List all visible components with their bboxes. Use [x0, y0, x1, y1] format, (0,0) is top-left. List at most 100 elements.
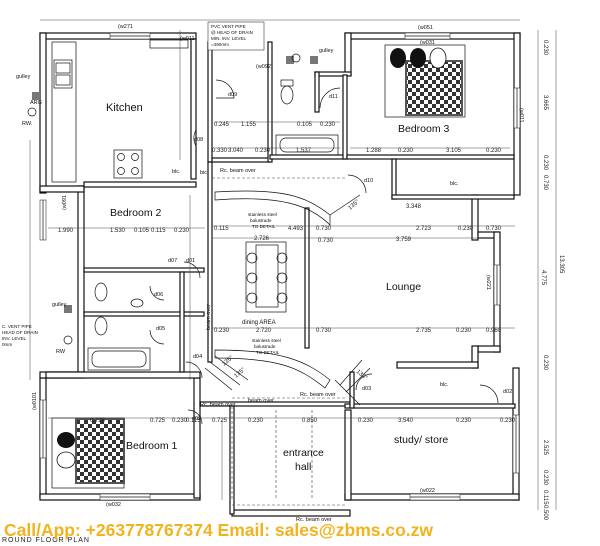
beam-note: beam over: [206, 304, 212, 330]
door-tag: d04: [193, 354, 202, 360]
svg-text:135°: 135°: [355, 369, 369, 382]
pvc-vent-note-left: C. VENT PIPE HEAD OF DRAIN INV. LEVEL 0m…: [2, 324, 38, 347]
room-label-dining: dining AREA: [242, 320, 276, 326]
svg-text:3.665: 3.665: [542, 95, 548, 111]
bedroom1-bed: [51, 417, 125, 489]
window-tag: (w0101: [32, 392, 38, 410]
beam-note: Rc. beam over: [200, 402, 236, 408]
rw-label: RW: [56, 349, 66, 355]
blc-label: blc.: [450, 181, 459, 187]
svg-text:0.230: 0.230: [458, 226, 474, 232]
svg-text:PVC VENT PIPE: PVC VENT PIPE: [211, 24, 246, 29]
door-tag: d02: [192, 416, 201, 422]
svg-text:0.850: 0.850: [302, 418, 318, 424]
room-label-bedroom-3: Bedroom 3: [398, 123, 450, 135]
svg-text:1.155: 1.155: [241, 122, 257, 128]
svg-text:1.288: 1.288: [366, 148, 382, 154]
room-label-hall: hall: [295, 461, 311, 473]
window-tag: (w221: [485, 275, 491, 290]
interior-walls: [83, 38, 516, 515]
dimension-lines: [29, 19, 557, 510]
room-label-kitchen: Kitchen: [106, 102, 143, 114]
svg-text:C. VENT PIPE: C. VENT PIPE: [2, 324, 32, 329]
svg-text:2.525: 2.525: [542, 440, 548, 456]
door-tag: d10: [364, 178, 373, 184]
window-tag: (w031: [420, 40, 435, 46]
balustrades: [214, 190, 361, 406]
gulley-label: gulley: [319, 48, 334, 54]
gulley-markers: [27, 53, 318, 345]
window-tag: (w092): [256, 64, 273, 70]
svg-text:INV. LEVEL: INV. LEVEL: [2, 336, 27, 341]
svg-text:0.330: 0.330: [212, 148, 228, 154]
svg-text:TO DETAIL: TO DETAIL: [256, 350, 280, 355]
window-tag: (w271: [118, 24, 133, 30]
door-tag: d09: [228, 92, 237, 98]
front-steps: [204, 355, 371, 393]
door-swings: [149, 79, 499, 425]
svg-text:3.040: 3.040: [228, 148, 244, 154]
svg-text:0.230: 0.230: [456, 328, 472, 334]
door-tag: d05: [156, 326, 165, 332]
svg-text:0.230: 0.230: [248, 418, 264, 424]
svg-text:3.540: 3.540: [398, 418, 414, 424]
bedroom3-bed: [384, 44, 466, 118]
window-tag: (w022: [420, 488, 435, 494]
svg-text:0.105: 0.105: [297, 122, 313, 128]
rw-label: RW.: [22, 121, 33, 127]
gulley-label: gulley: [52, 302, 67, 308]
svg-text:4.775: 4.775: [540, 270, 546, 286]
room-label-lounge: Lounge: [386, 281, 421, 293]
svg-text:0.230: 0.230: [542, 355, 548, 371]
svg-text:2.735: 2.735: [416, 328, 432, 334]
svg-text:0.230: 0.230: [486, 148, 502, 154]
room-label-entrance: entrance: [283, 447, 324, 459]
pvc-vent-note-top: PVC VENT PIPE @ HEAD OF DRAIN MIN. INV. …: [207, 21, 265, 51]
contact-banner: Call/App: +263778767374 Email: sales@zbm…: [0, 519, 600, 546]
blc-label: blc.: [172, 169, 181, 175]
svg-text:stainless steel: stainless steel: [252, 338, 281, 343]
svg-text:0.725: 0.725: [90, 418, 106, 424]
balustrade-note-bottom: stainless steel balustrade TO DETAIL: [252, 338, 281, 355]
svg-text:0.725: 0.725: [150, 418, 166, 424]
svg-text:0.230: 0.230: [542, 40, 548, 56]
beam-lines: [212, 177, 345, 506]
svg-text:1.990: 1.990: [58, 228, 74, 234]
beam-note: beam over: [248, 398, 274, 404]
svg-text:stainless steel: stainless steel: [248, 212, 277, 217]
svg-text:0.730: 0.730: [318, 238, 334, 244]
svg-text:0.230: 0.230: [358, 418, 374, 424]
svg-text:0.500: 0.500: [542, 505, 548, 521]
svg-text:0.230: 0.230: [172, 418, 188, 424]
svg-text:0.960: 0.960: [486, 328, 502, 334]
svg-text:TO DETAIL: TO DETAIL: [252, 224, 276, 229]
window-tag: (w011: [180, 36, 195, 42]
svg-text:1.537: 1.537: [296, 148, 312, 154]
svg-text:1.530: 1.530: [110, 228, 126, 234]
svg-text:0.725: 0.725: [212, 418, 228, 424]
kitchen-fixtures: [51, 39, 189, 183]
door-tag: d08: [194, 137, 203, 143]
svg-text:13.305: 13.305: [558, 255, 564, 274]
window-tag: (w051: [418, 25, 433, 31]
beam-note: Rc. beam over: [296, 517, 332, 523]
door-tag: d06: [154, 292, 163, 298]
svg-text:2.720: 2.720: [256, 328, 272, 334]
svg-text:0.230: 0.230: [174, 228, 190, 234]
svg-text:3.348: 3.348: [406, 204, 422, 210]
drawing-caption: ROUND FLOOR PLAN: [2, 537, 90, 544]
window-tag: (w011: [518, 108, 524, 123]
svg-text:0.230: 0.230: [456, 418, 472, 424]
room-label-bedroom-2: Bedroom 2: [110, 207, 162, 219]
svg-text:3.759: 3.759: [396, 237, 412, 243]
bathroom-fixtures: [87, 79, 339, 371]
svg-text:0.730: 0.730: [542, 175, 548, 191]
svg-text:135°: 135°: [347, 199, 361, 212]
svg-text:balustrade: balustrade: [254, 344, 276, 349]
svg-text:0.730: 0.730: [316, 226, 332, 232]
door-tag: d03: [362, 386, 371, 392]
svg-text:HEAD OF DRAIN: HEAD OF DRAIN: [2, 330, 38, 335]
svg-text:0.230: 0.230: [398, 148, 414, 154]
svg-text:0.115: 0.115: [542, 490, 548, 505]
